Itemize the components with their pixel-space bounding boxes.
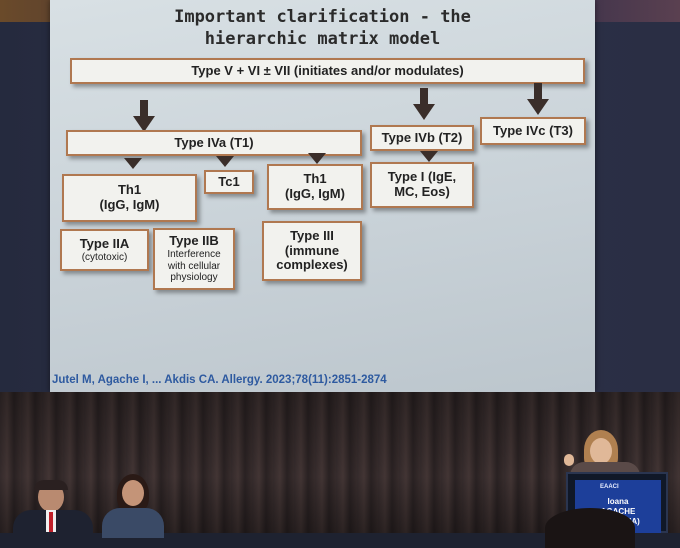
box-sublabel: with cellular	[167, 260, 221, 272]
box-type-i: Type I (IgE, MC, Eos)	[370, 162, 474, 208]
box-type-iii: Type III (immune complexes)	[262, 221, 362, 281]
box-label: Type IIB	[169, 233, 219, 249]
box-label: Type IIA	[79, 235, 130, 251]
box-th1-mid: Th1 (IgG, IgM)	[267, 164, 363, 210]
audience-head	[545, 508, 635, 548]
box-label: Type IVa (T1)	[174, 134, 254, 150]
box-label: Type V + VI ± VII (initiates and/or modu…	[191, 62, 464, 78]
box-tc1: Tc1	[204, 170, 254, 194]
box-label: Type IVc (T3)	[493, 122, 573, 138]
box-label: MC, Eos)	[394, 184, 450, 199]
slide-title: Important clarification - the hierarchic…	[50, 6, 595, 50]
box-label: Th1	[117, 182, 142, 198]
projected-slide: Important clarification - the hierarchic…	[50, 0, 595, 392]
box-label: (IgG, IgM)	[99, 197, 160, 212]
box-type-iib: Type IIB Interference with cellular phys…	[153, 228, 235, 290]
podium-logo: EAACI	[600, 484, 619, 490]
slide-title-line1: Important clarification - the	[174, 7, 471, 27]
box-label: Type I (IgE,	[387, 169, 457, 185]
slide-citation: Jutel M, Agache I, ... Akdis CA. Allergy…	[52, 374, 387, 386]
box-type-ivb: Type IVb (T2)	[370, 125, 474, 151]
arrow-down-icon	[527, 83, 549, 117]
slide-title-line2: hierarchic matrix model	[204, 29, 441, 49]
box-label: Tc1	[218, 173, 240, 189]
box-type-iia: Type IIA (cytotoxic)	[60, 229, 149, 271]
arrow-down-icon	[133, 100, 155, 134]
box-label: (immune	[284, 242, 340, 258]
arrow-down-icon	[124, 158, 142, 169]
box-label: Th1	[303, 171, 327, 187]
arrow-down-icon	[420, 151, 438, 162]
box-type-v-vi-vii: Type V + VI ± VII (initiates and/or modu…	[70, 58, 585, 84]
box-type-iva: Type IVa (T1)	[66, 130, 362, 156]
box-th1-left: Th1 (IgG, IgM)	[62, 174, 197, 222]
arrow-down-icon	[413, 88, 435, 122]
box-label: Type IVb (T2)	[381, 129, 463, 145]
panelist-left-man	[8, 480, 98, 540]
box-sublabel: physiology	[170, 272, 218, 284]
box-type-ivc: Type IVc (T3)	[480, 117, 586, 145]
box-label: Type III	[290, 227, 334, 243]
panelist-woman	[100, 474, 166, 538]
box-label: complexes)	[276, 257, 348, 273]
arrow-down-icon	[216, 156, 234, 167]
podium-name-line1: Ioana	[607, 497, 629, 506]
box-label: (IgG, IgM)	[285, 186, 345, 201]
arrow-down-icon	[308, 153, 326, 164]
box-sublabel: Interference	[167, 249, 221, 261]
box-sublabel: (cytotoxic)	[81, 251, 128, 263]
